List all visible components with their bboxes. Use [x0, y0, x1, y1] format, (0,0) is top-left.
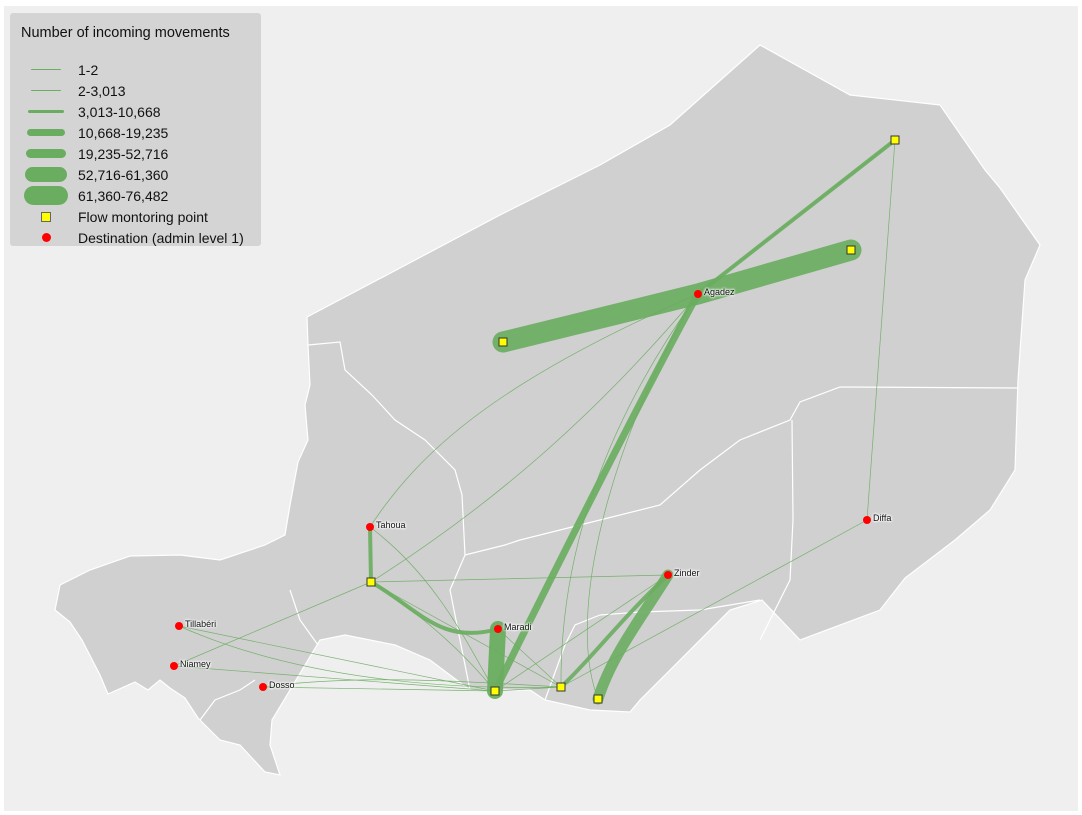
- legend-item-class: 10,668-19,235: [18, 122, 168, 143]
- destination-point: [175, 622, 183, 630]
- flow-line: [866, 139, 896, 521]
- destination-label: Zinder: [674, 568, 700, 578]
- flow-line: [369, 293, 699, 528]
- legend-label-class: 10,668-19,235: [78, 124, 169, 141]
- destination-point: [694, 290, 702, 298]
- destination-label: Dosso: [269, 680, 295, 690]
- flow-monitoring-point: [490, 686, 500, 696]
- legend-item-class: 61,360-76,482: [18, 185, 168, 206]
- destination-label: Diffa: [873, 513, 892, 523]
- destination-dot-icon: [41, 233, 51, 242]
- flow-line: [370, 574, 669, 583]
- flow-line-swatch: [31, 89, 61, 92]
- destination-label: Niamey: [180, 659, 211, 669]
- flow-line-swatch: [26, 148, 66, 159]
- destination-label: Tahoua: [376, 520, 406, 530]
- flow-line-swatch: [31, 69, 61, 70]
- legend-item-destination: Destination (admin level 1): [18, 227, 244, 248]
- legend-label-class: 52,716-61,360: [78, 166, 169, 183]
- legend-label-destination: Destination (admin level 1): [78, 229, 244, 246]
- flow-line-swatch: [27, 129, 65, 136]
- flow-line: [369, 526, 496, 692]
- map-legend: Number of incoming movements 1-2 2-3,013 3…: [10, 13, 261, 246]
- flow-monitoring-point: [890, 135, 900, 145]
- legend-item-class: 19,235-52,716: [18, 143, 168, 164]
- flow-monitoring-point: [366, 577, 376, 587]
- legend-label-class: 61,360-76,482: [78, 187, 169, 204]
- flow-line: [487, 621, 506, 699]
- flow-line: [370, 581, 496, 692]
- flow-line: [491, 290, 702, 695]
- flow-line: [368, 525, 373, 584]
- flow-line-swatch: [25, 167, 67, 182]
- destination-label: Tillabéri: [185, 619, 217, 629]
- destination-label: Agadez: [704, 287, 735, 297]
- flow-line: [262, 686, 496, 692]
- flow-line: [497, 628, 562, 688]
- flow-line: [697, 139, 896, 295]
- flow-line: [586, 293, 699, 700]
- destination-point: [664, 571, 672, 579]
- legend-label-class: 19,235-52,716: [78, 145, 169, 162]
- flow-line: [592, 569, 674, 705]
- destination-point: [366, 523, 374, 531]
- legend-item-class: 52,716-61,360: [18, 164, 168, 185]
- flow-monitoring-point: [556, 682, 566, 692]
- flow-line: [369, 580, 500, 635]
- legend-label-class: 2-3,013: [78, 82, 126, 99]
- destination-point: [494, 625, 502, 633]
- legend-label-class: 3,013-10,668: [78, 103, 161, 120]
- destination-point: [259, 683, 267, 691]
- flow-line: [559, 573, 670, 689]
- flow-line-swatch: [24, 186, 68, 205]
- flow-line: [494, 574, 669, 692]
- flow-line: [560, 519, 868, 688]
- legend-item-fmp: Flow montoring point: [18, 206, 208, 227]
- niger-country-shape: [54, 44, 1041, 776]
- destination-label: Maradi: [504, 622, 532, 632]
- flow-line: [370, 581, 562, 688]
- flow-line: [178, 625, 496, 692]
- legend-item-class: 3,013-10,668: [18, 101, 161, 122]
- fmp-square-icon: [41, 211, 51, 222]
- destination-point: [863, 516, 871, 524]
- flow-line: [178, 625, 562, 688]
- flow-line: [370, 293, 699, 583]
- flow-line: [494, 686, 562, 692]
- flow-monitoring-point: [498, 337, 508, 347]
- flow-line: [262, 679, 562, 688]
- legend-label-fmp: Flow montoring point: [78, 208, 208, 225]
- legend-item-class: 2-3,013: [18, 80, 125, 101]
- flow-line: [173, 581, 372, 667]
- flow-line: [560, 293, 699, 688]
- flow-monitoring-point: [846, 245, 856, 255]
- legend-item-class: 1-2: [18, 59, 98, 80]
- legend-title: Number of incoming movements: [21, 25, 230, 41]
- flow-monitoring-point: [593, 694, 603, 704]
- flow-line: [173, 665, 496, 692]
- flow-line-swatch: [28, 109, 64, 114]
- destination-point: [170, 662, 178, 670]
- admin-borders: [199, 341, 1019, 721]
- legend-label-class: 1-2: [78, 61, 99, 78]
